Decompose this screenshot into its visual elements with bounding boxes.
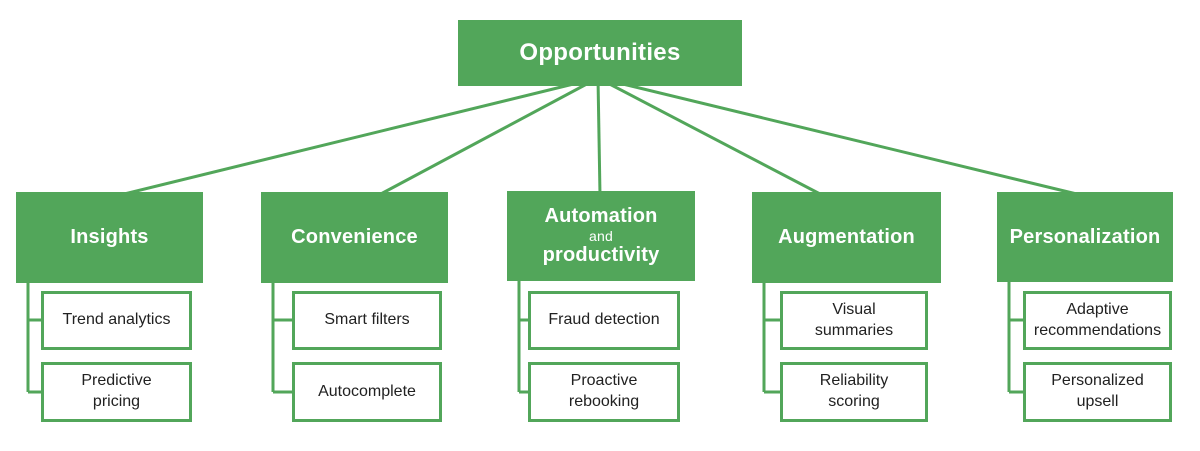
leaf-adaptive-recommendations-label: Adaptive recommendations xyxy=(1033,300,1162,339)
leaf-fraud-detection-label: Fraud detection xyxy=(548,311,660,329)
leaf-trend-analytics: Trend analytics xyxy=(41,291,192,350)
branch-connector-convenience xyxy=(271,281,292,394)
branch-connector-augmentation xyxy=(762,281,780,394)
branch-connector-automation xyxy=(517,281,528,394)
branch-convenience: Convenience xyxy=(261,192,448,283)
leaf-smart-filters-label: Smart filters xyxy=(324,311,410,329)
leaf-proactive-rebooking-label: Proactive rebooking xyxy=(568,372,640,410)
leaf-predictive-pricing: Predictive pricing xyxy=(41,362,192,422)
branch-insights-label: Insights xyxy=(70,226,149,248)
leaf-visual-summaries: Visual summaries xyxy=(780,291,928,350)
fan-line-insights xyxy=(119,76,599,197)
leaf-autocomplete: Autocomplete xyxy=(292,362,442,422)
branch-automation-productivity: Automation and productivity xyxy=(507,191,695,281)
leaf-trend-analytics-label: Trend analytics xyxy=(62,311,171,329)
fan-line-augmentation xyxy=(597,76,823,197)
leaf-smart-filters: Smart filters xyxy=(292,291,442,350)
fan-line-automation xyxy=(596,77,602,196)
leaf-proactive-rebooking: Proactive rebooking xyxy=(528,362,680,422)
branch-augmentation-label: Augmentation xyxy=(778,226,915,248)
leaf-adaptive-recommendations: Adaptive recommendations xyxy=(1023,291,1172,350)
branch-insights: Insights xyxy=(16,192,203,283)
branch-personalization: Personalization xyxy=(997,192,1173,282)
leaf-autocomplete-label: Autocomplete xyxy=(318,382,416,400)
node-opportunities-label: Opportunities xyxy=(519,39,681,66)
branch-convenience-label: Convenience xyxy=(291,226,418,248)
branch-connector-insights xyxy=(26,281,41,394)
branch-automation-label-mid: and xyxy=(589,227,613,244)
fan-line-personalization xyxy=(597,76,1086,198)
branch-augmentation: Augmentation xyxy=(752,192,941,283)
fan-line-convenience xyxy=(376,76,599,198)
leaf-personalized-upsell: Personalized upsell xyxy=(1023,362,1172,422)
leaf-reliability-scoring: Reliability scoring xyxy=(780,362,928,422)
branch-connector-personalization xyxy=(1007,281,1023,394)
leaf-personalized-upsell-label: Personalized upsell xyxy=(1051,372,1144,410)
leaf-visual-summaries-label: Visual summaries xyxy=(814,300,894,339)
leaf-fraud-detection: Fraud detection xyxy=(528,291,680,350)
node-opportunities: Opportunities xyxy=(458,20,742,86)
branch-personalization-label: Personalization xyxy=(1009,225,1161,248)
branch-automation-label-top: Automation xyxy=(544,204,658,227)
branch-automation-label-bottom: productivity xyxy=(542,244,660,267)
leaf-reliability-scoring-label: Reliability scoring xyxy=(819,372,889,410)
leaf-predictive-pricing-label: Predictive pricing xyxy=(81,372,152,410)
